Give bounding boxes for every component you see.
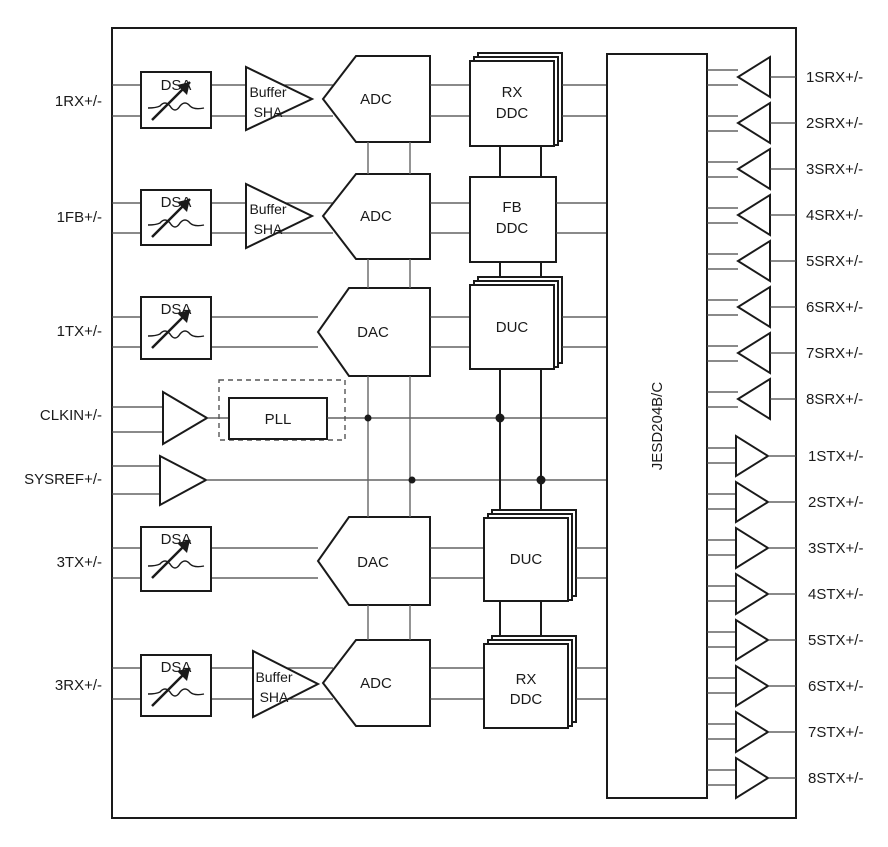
row-3tx: DSA DAC [112, 516, 484, 606]
ddc-label: DDC [510, 691, 543, 708]
srx-lane-3 [707, 147, 796, 191]
row-1rx: DSA Buffer SHA ADC [112, 55, 470, 143]
pin-1stx: 1STX+/- [808, 448, 863, 465]
pin-1fb: 1FB+/- [57, 209, 102, 226]
clock-row: PLL [112, 379, 607, 446]
pll-block [228, 397, 328, 440]
pll-label: PLL [265, 411, 292, 428]
sha-label: SHA [260, 689, 289, 705]
adc-block [321, 55, 431, 143]
attenuator-arrow-icon [177, 540, 190, 553]
sysref-row [112, 454, 607, 507]
pin-8srx: 8SRX+/- [806, 391, 863, 408]
pin-4stx: 4STX+/- [808, 586, 863, 603]
serdes-rx-lanes [707, 55, 796, 421]
stx-lane-5 [707, 618, 796, 662]
rx-ddc-block-top: RX DDC [469, 52, 563, 147]
rx-ddc-block-bottom: RX DDC [483, 635, 577, 729]
stx-lane-8 [707, 756, 796, 800]
adc-label: ADC [360, 208, 392, 225]
srx-lane-8 [707, 377, 796, 421]
pin-1tx: 1TX+/- [57, 323, 102, 340]
pin-3stx: 3STX+/- [808, 540, 863, 557]
rx-label: RX [516, 671, 537, 688]
pin-clkin: CLKIN+/- [40, 407, 102, 424]
adc-label: ADC [360, 91, 392, 108]
fb-ddc-block: FB DDC [469, 176, 557, 263]
row-1fb: DSA Buffer SHA ADC [112, 173, 470, 260]
buffer-label: Buffer [249, 84, 286, 100]
pin-4srx: 4SRX+/- [806, 207, 863, 224]
stx-lane-6 [707, 664, 796, 708]
pll-dashed-outline [218, 379, 346, 441]
pin-3tx: 3TX+/- [57, 554, 102, 571]
buffer-triangle [245, 182, 315, 250]
stx-lane-7 [707, 710, 796, 754]
attenuator-arrow-icon [177, 199, 190, 212]
ddc-label: DDC [496, 220, 529, 237]
pin-6stx: 6STX+/- [808, 678, 863, 695]
sha-label: SHA [254, 221, 283, 237]
stx-lane-2 [707, 480, 796, 524]
sha-label: SHA [254, 104, 283, 120]
pin-5srx: 5SRX+/- [806, 253, 863, 270]
pin-sysref: SYSREF+/- [24, 471, 102, 488]
rx-label: RX [502, 84, 523, 101]
stx-lane-3 [707, 526, 796, 570]
fb-label: FB [502, 199, 521, 216]
clkin-buffer-triangle [162, 390, 209, 446]
sysref-buffer-triangle [159, 454, 209, 507]
serdes-tx-lanes [707, 434, 796, 800]
srx-lane-7 [707, 331, 796, 375]
dsa-block [140, 526, 212, 592]
pin-2srx: 2SRX+/- [806, 115, 863, 132]
dsp-to-jesd-wires [556, 84, 607, 700]
jesd-label: JESD204B/C [649, 382, 666, 471]
srx-lane-4 [707, 193, 796, 237]
buffer-label: Buffer [255, 669, 292, 685]
buffer-triangle [245, 65, 315, 132]
pin-6srx: 6SRX+/- [806, 299, 863, 316]
pin-5stx: 5STX+/- [808, 632, 863, 649]
attenuator-arrow-icon [177, 668, 190, 681]
adc-block [321, 173, 431, 260]
srx-lane-2 [707, 101, 796, 145]
pin-3srx: 3SRX+/- [806, 161, 863, 178]
adc-label: ADC [360, 675, 392, 692]
adc-block [321, 639, 431, 727]
pin-7stx: 7STX+/- [808, 724, 863, 741]
dac-label: DAC [357, 554, 389, 571]
jesd-block [606, 53, 708, 799]
duc-block-lower: DUC [483, 509, 577, 602]
ddc-label: DDC [496, 105, 529, 122]
srx-lane-6 [707, 285, 796, 329]
srx-lane-5 [707, 239, 796, 283]
attenuator-arrow-icon [177, 310, 190, 323]
pin-2stx: 2STX+/- [808, 494, 863, 511]
dac-block [316, 516, 431, 606]
chip-outline [111, 27, 797, 819]
vertical-buses [364, 142, 546, 640]
buffer-triangle [252, 649, 321, 719]
duc-label: DUC [510, 551, 543, 568]
pin-1srx: 1SRX+/- [806, 69, 863, 86]
pin-1rx: 1RX+/- [55, 93, 102, 110]
stx-lane-4 [707, 572, 796, 616]
duc-block-upper: DUC [469, 276, 563, 370]
duc-label: DUC [496, 319, 529, 336]
pin-7srx: 7SRX+/- [806, 345, 863, 362]
row-1tx: DSA DAC [112, 287, 470, 377]
dac-label: DAC [357, 324, 389, 341]
stx-lane-1 [707, 434, 796, 478]
pin-8stx: 8STX+/- [808, 770, 863, 787]
attenuator-arrow-icon [177, 82, 190, 95]
row-3rx: DSA Buffer SHA ADC [112, 639, 484, 727]
buffer-label: Buffer [249, 201, 286, 217]
dac-block [316, 287, 431, 377]
srx-lane-1 [707, 55, 796, 99]
pin-3rx: 3RX+/- [55, 677, 102, 694]
